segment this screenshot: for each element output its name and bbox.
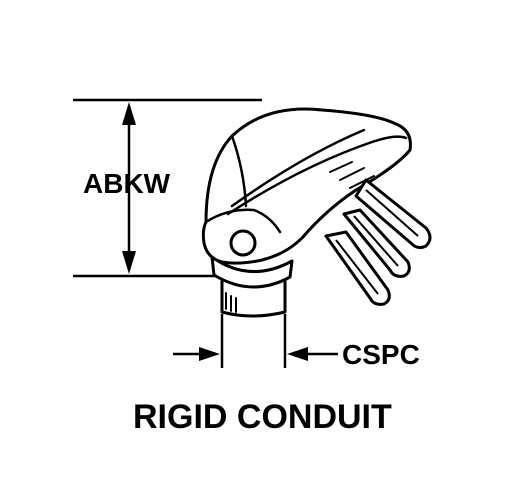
- pin-middle-shade: [353, 215, 399, 267]
- pin-upper-shade: [365, 189, 419, 237]
- abkw-upper-arrowhead: [122, 102, 136, 125]
- diagram-caption: RIGID CONDUIT: [133, 398, 392, 436]
- abkw-lower-arrowhead: [122, 251, 136, 274]
- pin-lower-shade: [335, 239, 379, 295]
- cspc-right-arrowhead: [287, 347, 308, 361]
- strap-band-front: [226, 135, 408, 216]
- abkw-dimension: [73, 98, 262, 278]
- cspc-label: CSPC: [342, 339, 420, 370]
- clamp-strap-curve: [230, 134, 248, 208]
- conduit-stub-shading: [225, 292, 237, 313]
- pins: [324, 178, 432, 306]
- rivet-head: [229, 229, 257, 257]
- clamp-strap-curve-2: [204, 208, 282, 234]
- cspc-dimension: [173, 314, 338, 368]
- strap-band-back: [230, 128, 366, 208]
- strap-shading: [329, 161, 375, 189]
- cspc-left-arrowhead: [199, 347, 220, 361]
- rivet: [229, 229, 257, 257]
- abkw-label: ABKW: [83, 168, 171, 199]
- saddle-collar: [210, 255, 294, 289]
